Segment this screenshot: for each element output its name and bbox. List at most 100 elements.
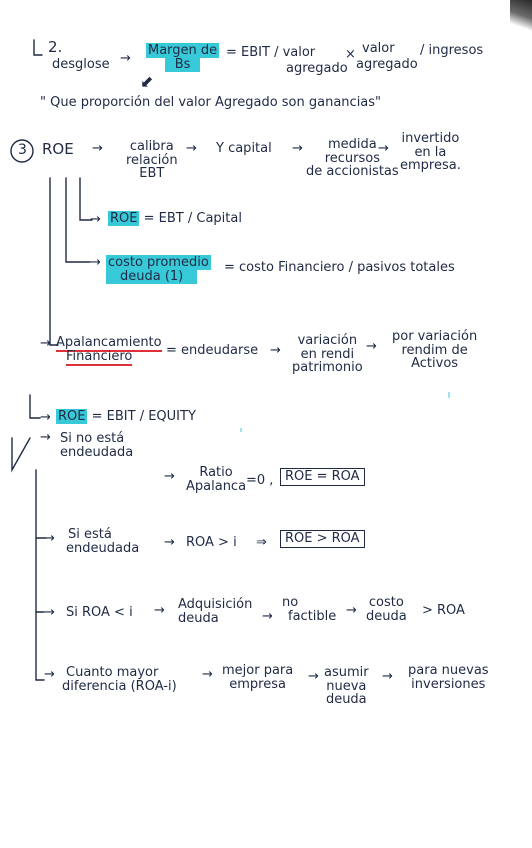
- apalancamiento-line1: Apalancamiento: [56, 335, 162, 352]
- costo-line2: deuda (1): [106, 268, 198, 284]
- case4-block: Cuanto mayor diferencia (ROA-i): [62, 666, 177, 693]
- deuda-text-a: deuda: [178, 610, 219, 626]
- por-variacion-block: por variación rendim de Activos: [392, 330, 477, 371]
- mejor-para-text: mejor para: [222, 663, 294, 678]
- no-factible-block: no factible: [282, 596, 336, 623]
- costo-line1: costo promedio: [106, 255, 211, 270]
- arrow-icon: →: [378, 141, 389, 156]
- en-rendi-text: en rendi: [300, 346, 355, 362]
- arrow-icon: →: [90, 255, 101, 270]
- eq0-text: =0 ,: [246, 473, 274, 488]
- margen-formula: = EBIT / valor: [226, 45, 316, 60]
- arrow-icon: →: [40, 410, 51, 425]
- pointer-arrow-icon: ⬋: [140, 72, 154, 91]
- arrow-icon: →: [44, 667, 55, 682]
- arrow-icon: →: [270, 343, 281, 358]
- adquisicion-block: Adquisición deuda: [178, 598, 252, 625]
- arrow-icon: →: [382, 669, 393, 684]
- arrow-icon: →: [346, 603, 357, 618]
- apalancamiento-line2: Financiero: [66, 348, 133, 366]
- costo-highlight-block: costo promedio deuda (1): [106, 255, 211, 284]
- variacion-text: variación: [297, 333, 358, 348]
- margen-highlight: Margen de Bs: [146, 43, 220, 72]
- apalanca-text: Apalanca: [186, 478, 247, 494]
- ratio-block: Ratio Apalanca: [186, 466, 246, 493]
- arrow-icon: →: [164, 535, 175, 550]
- endeudarse-text: = endeudarse: [166, 343, 259, 358]
- roa-gt-i-text: ROA > i: [186, 535, 237, 550]
- page-corner-shadow: [510, 0, 532, 34]
- arrow-icon: →: [366, 339, 377, 354]
- apalancamiento-block: Apalancamiento Financiero: [56, 335, 162, 366]
- case3-text: Si ROA < i: [66, 605, 133, 620]
- no-text: no: [282, 595, 299, 610]
- arrow-icon: →: [308, 669, 319, 684]
- margen-line2: Bs: [164, 56, 201, 72]
- arrow-icon: →: [90, 212, 101, 227]
- para-nuevas-block: para nuevas inversiones: [408, 664, 489, 691]
- case1-block: Si no está endeudada: [60, 432, 133, 459]
- deuda-text-c: deuda: [325, 692, 367, 708]
- invertido-block: invertido en la empresa.: [400, 132, 461, 173]
- case4-line2: diferencia (ROA-i): [62, 678, 177, 694]
- arrow-icon: →: [154, 603, 165, 618]
- arrow-icon: →: [92, 141, 103, 156]
- roe-formula: ROE = EBT / Capital: [108, 211, 242, 226]
- arrow-icon: →: [40, 430, 51, 445]
- costo-formula: = costo Financiero / pasivos totales: [224, 260, 455, 275]
- agregado-text-2: agregado: [356, 57, 418, 72]
- asumir-text: asumir: [324, 665, 369, 680]
- activos-text: Activos: [411, 356, 459, 372]
- asumir-block: asumir nueva deuda: [324, 666, 369, 707]
- case2-line1: Si está: [68, 527, 112, 542]
- empresa-text: empresa.: [400, 158, 461, 174]
- nueva-text: nueva: [326, 678, 367, 694]
- roe-equity-formula: ROE = EBIT / EQUITY: [56, 409, 196, 424]
- arrow-icon: →: [40, 336, 51, 351]
- arrow-icon: →: [202, 667, 213, 682]
- adquisicion-text: Adquisición: [178, 597, 253, 612]
- empresa-text-2: empresa: [229, 676, 286, 692]
- inversiones-text: inversiones: [411, 676, 486, 692]
- arrow-icon: →: [186, 141, 197, 156]
- y-capital-text: Y capital: [216, 141, 272, 156]
- case1-line2: endeudada: [60, 444, 134, 460]
- factible-text: factible: [288, 608, 337, 624]
- roe-gt-roa-box: ROE > ROA: [280, 530, 365, 548]
- costo-text-b: costo: [368, 595, 404, 610]
- mejor-para-block: mejor para empresa: [222, 664, 293, 691]
- ratio-text: Ratio: [199, 465, 233, 480]
- ebt-text: EBT: [139, 166, 165, 182]
- medida-text: medida: [327, 137, 377, 152]
- multiply-sign: ×: [345, 47, 356, 62]
- section-3-number: 3: [18, 142, 27, 158]
- arrow-icon: →: [164, 469, 175, 484]
- gt-roa-text: > ROA: [422, 603, 465, 618]
- por-variacion-text: por variación: [392, 329, 478, 344]
- relacion-text: relación: [126, 152, 178, 168]
- ink-fleck: [448, 392, 450, 398]
- invertido-text: invertido: [401, 131, 460, 146]
- de-accionistas-text: de accionistas: [306, 164, 399, 180]
- deuda-text-b: deuda: [366, 608, 407, 624]
- patrimonio-text: patrimonio: [292, 360, 363, 376]
- arrow-icon: →: [262, 609, 273, 624]
- recursos-text: recursos: [324, 150, 380, 166]
- case1-line1: Si no está: [60, 431, 125, 446]
- arrow-icon: →: [44, 605, 55, 620]
- calibra-text: calibra: [129, 139, 174, 154]
- desglose-text: desglose: [52, 57, 110, 72]
- roe-heading: ROE: [42, 140, 74, 158]
- para-nuevas-text: para nuevas: [408, 663, 489, 678]
- section-2-number: 2.: [48, 38, 63, 56]
- valor-text: valor: [362, 41, 395, 56]
- arrow-icon: →: [44, 531, 55, 546]
- costo-deuda-block: costo deuda: [366, 596, 407, 623]
- case4-line1: Cuanto mayor: [66, 665, 159, 680]
- roe-formula-text: = EBT / Capital: [143, 211, 242, 226]
- roe-roa-box: ROE = ROA: [280, 468, 365, 486]
- case2-line2: endeudada: [66, 540, 140, 556]
- roe-equity-text: = EBIT / EQUITY: [91, 409, 196, 424]
- agregado-text: agregado: [286, 61, 348, 76]
